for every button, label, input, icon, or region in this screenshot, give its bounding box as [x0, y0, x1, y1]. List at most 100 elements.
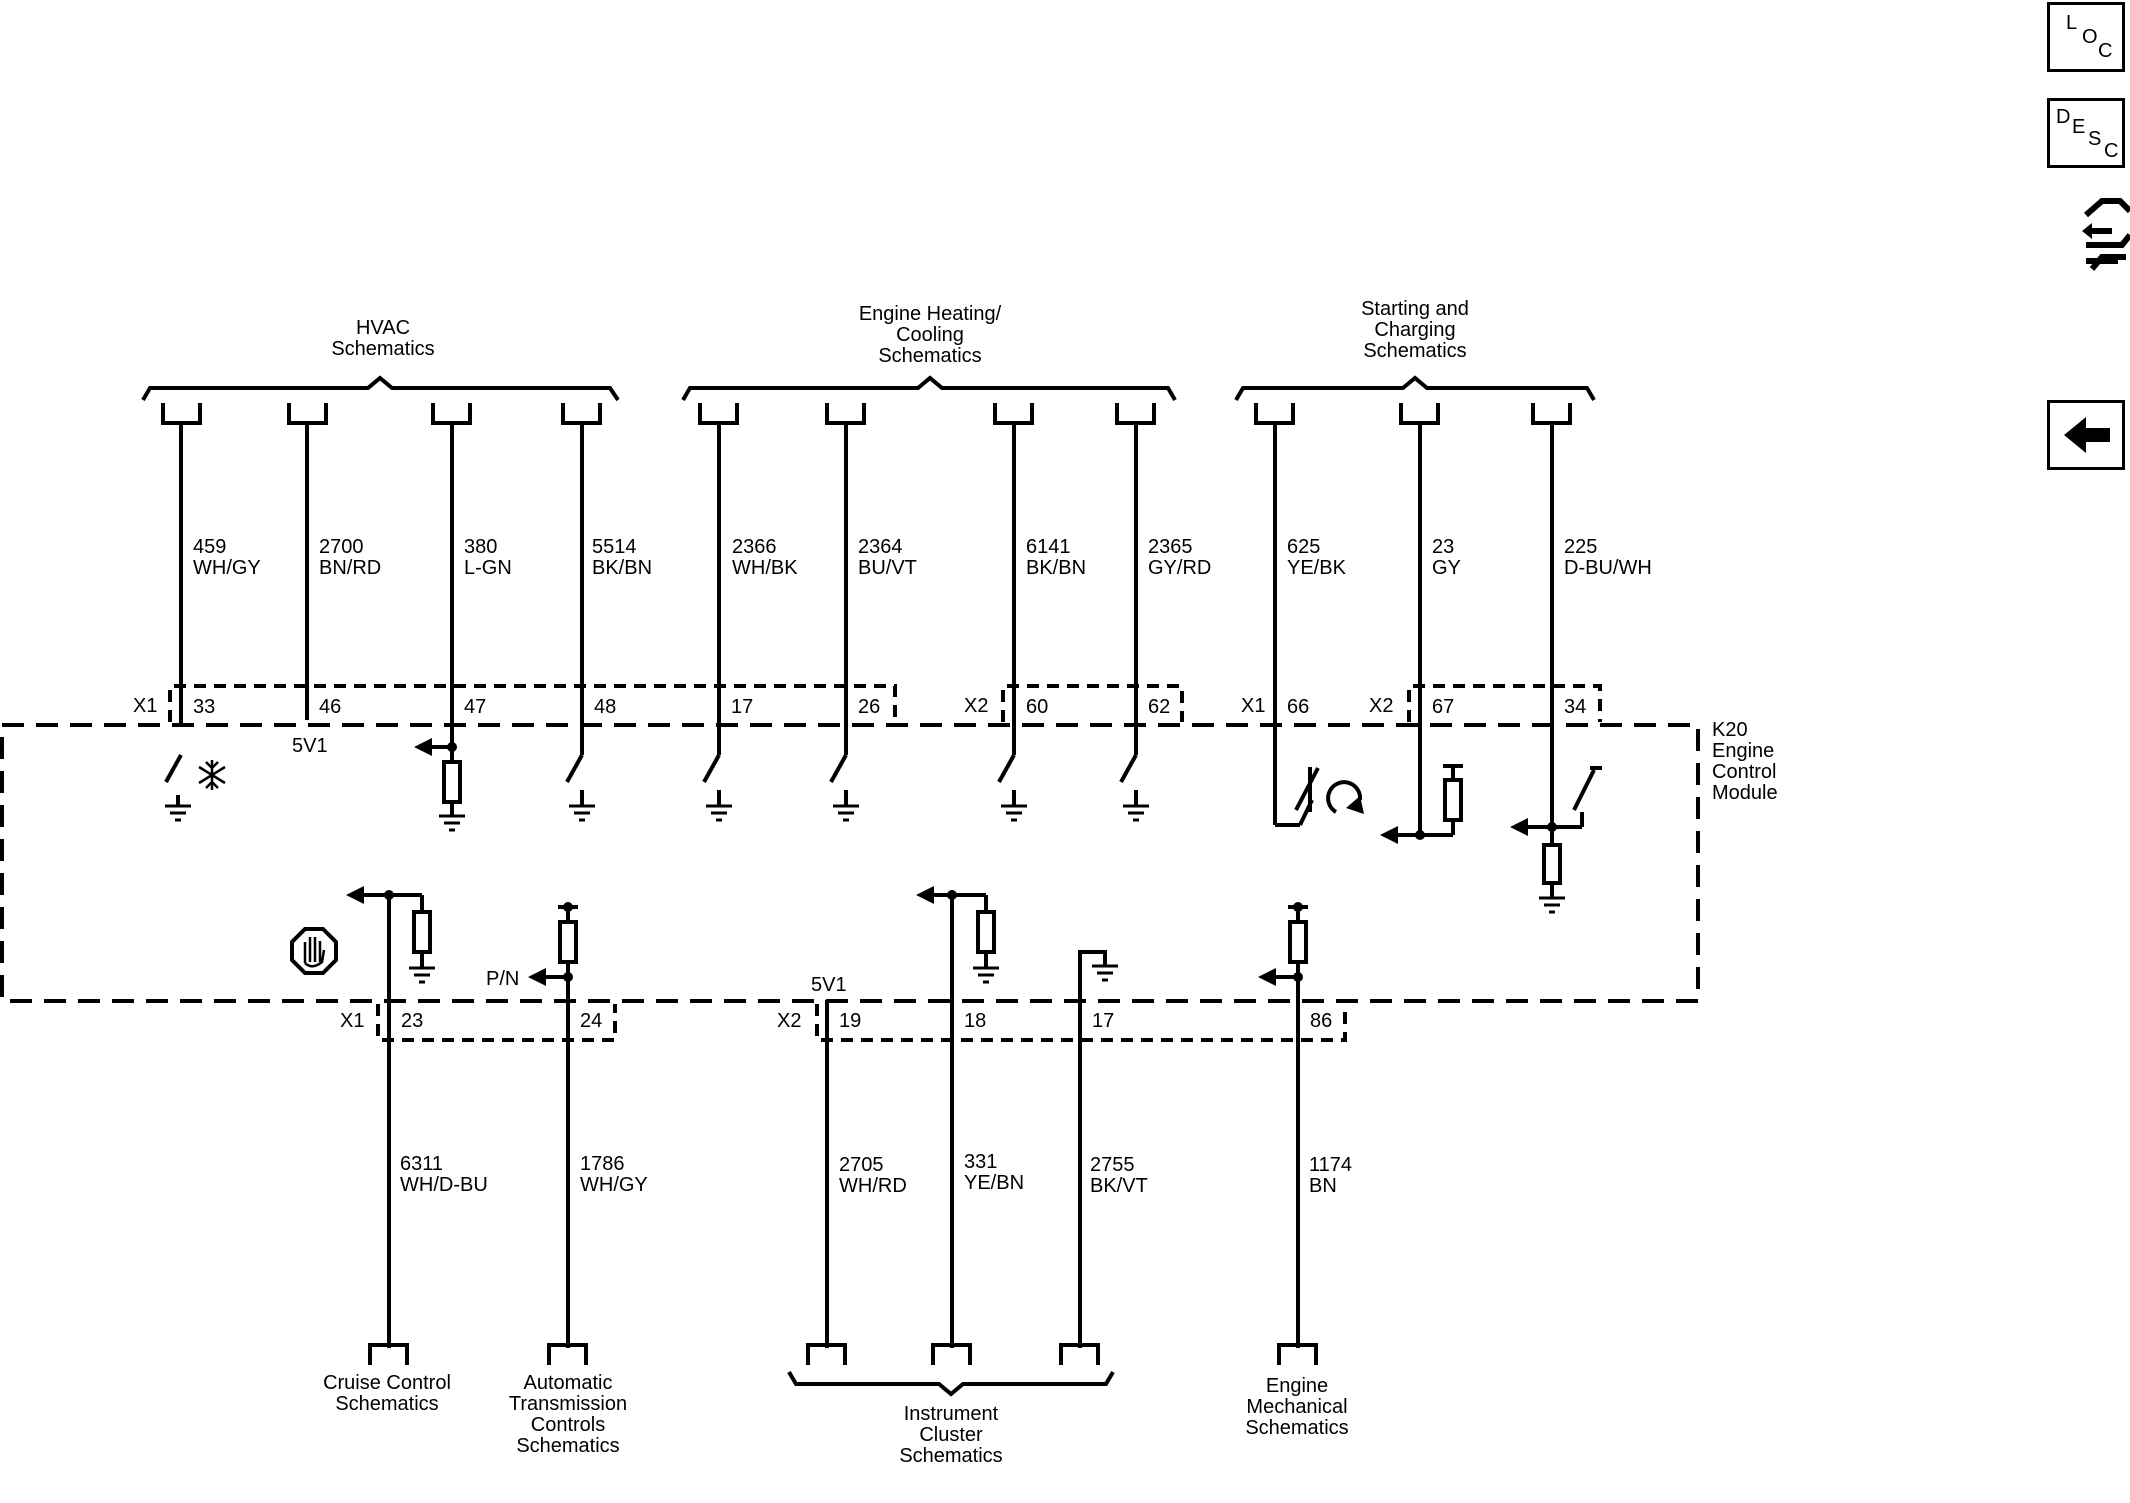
hvac-bracket [141, 375, 620, 402]
pin-67: 67 [1432, 696, 1454, 718]
switch-459 [164, 754, 183, 783]
ground-icon [439, 814, 465, 832]
pin-34: 34 [1564, 696, 1586, 718]
back-button[interactable] [2047, 400, 2125, 470]
ground-icon [1092, 964, 1118, 982]
starting-bracket [1234, 375, 1596, 402]
junction-dot [1293, 972, 1303, 982]
connector-cap [161, 403, 202, 425]
connector-cap [1399, 403, 1440, 425]
location-letter-l: L [2066, 12, 2078, 34]
ground-icon [1123, 804, 1149, 822]
resistor-331 [976, 910, 996, 954]
connector-x2-top-b [1407, 684, 1602, 722]
pin-60: 60 [1026, 696, 1048, 718]
connector-cap [931, 1343, 972, 1365]
connector-cap [1277, 1343, 1318, 1365]
connector-cap [1115, 403, 1156, 425]
stop-hand-fingers [303, 937, 326, 968]
junction-dot [947, 890, 957, 900]
connector-cap [993, 403, 1034, 425]
description-letter-s: S [2088, 128, 2102, 150]
arrow-icon [1346, 796, 1364, 814]
pin-18: 18 [964, 1010, 986, 1032]
ground-icon [1539, 896, 1565, 914]
arrow-icon [1258, 968, 1276, 986]
connector-cap [561, 403, 602, 425]
pin-47: 47 [464, 696, 486, 718]
ground-icon [1001, 804, 1027, 822]
switch-6141 [997, 754, 1016, 783]
arrow-icon [1380, 826, 1398, 844]
resistor-1786 [558, 920, 578, 964]
back-arrow-icon [2064, 417, 2110, 453]
arrow-icon [1510, 818, 1528, 836]
resistor-380 [442, 760, 462, 804]
pin-19: 19 [839, 1010, 861, 1032]
location-button[interactable]: L O C [2047, 2, 2125, 72]
ground-icon [409, 966, 435, 984]
switch-2364 [829, 754, 848, 783]
connector-x1-label: X1 [1241, 695, 1265, 717]
description-button[interactable]: D E S C [2047, 98, 2125, 168]
switch-2366 [702, 754, 721, 783]
junction-dot [563, 902, 573, 912]
connector-x2-label: X2 [964, 695, 988, 717]
supply-5v1-bottom: 5V1 [811, 974, 847, 996]
connector-cap [1059, 1343, 1100, 1365]
description-letter-d: D [2056, 106, 2071, 128]
ground-icon [973, 966, 999, 984]
pin-26: 26 [858, 696, 880, 718]
connector-x2-top-a [1001, 684, 1184, 722]
connector-end-view-icon[interactable] [2082, 195, 2130, 285]
description-letter-e: E [2072, 116, 2086, 138]
connector-cap [806, 1343, 847, 1365]
connector-cap [825, 403, 866, 425]
pin-33: 33 [193, 696, 215, 718]
pn-signal-label: P/N [486, 968, 519, 990]
description-letter-c: C [2104, 140, 2119, 162]
ground-icon [569, 804, 595, 822]
connector-x1-label: X1 [340, 1010, 364, 1032]
arrow-icon [528, 968, 546, 986]
location-letter-o: O [2082, 26, 2098, 48]
resistor-23 [1443, 778, 1463, 822]
junction-dot [1547, 822, 1557, 832]
connector-cap [1531, 403, 1572, 425]
connector-cap [698, 403, 739, 425]
stop-hand-icon [290, 927, 338, 975]
connector-x2-label: X2 [777, 1010, 801, 1032]
rotation-icon [1326, 780, 1363, 814]
pin-46: 46 [319, 696, 341, 718]
arrow-icon [916, 886, 934, 904]
resistor-1174 [1288, 920, 1308, 964]
k20-module-label: K20 Engine Control Module [1712, 719, 1782, 804]
connector-cap [547, 1343, 588, 1365]
switch-625-blade [1294, 767, 1320, 811]
ground-link-2755 [1078, 950, 1107, 1000]
pin-23: 23 [401, 1010, 423, 1032]
ground-icon [833, 804, 859, 822]
